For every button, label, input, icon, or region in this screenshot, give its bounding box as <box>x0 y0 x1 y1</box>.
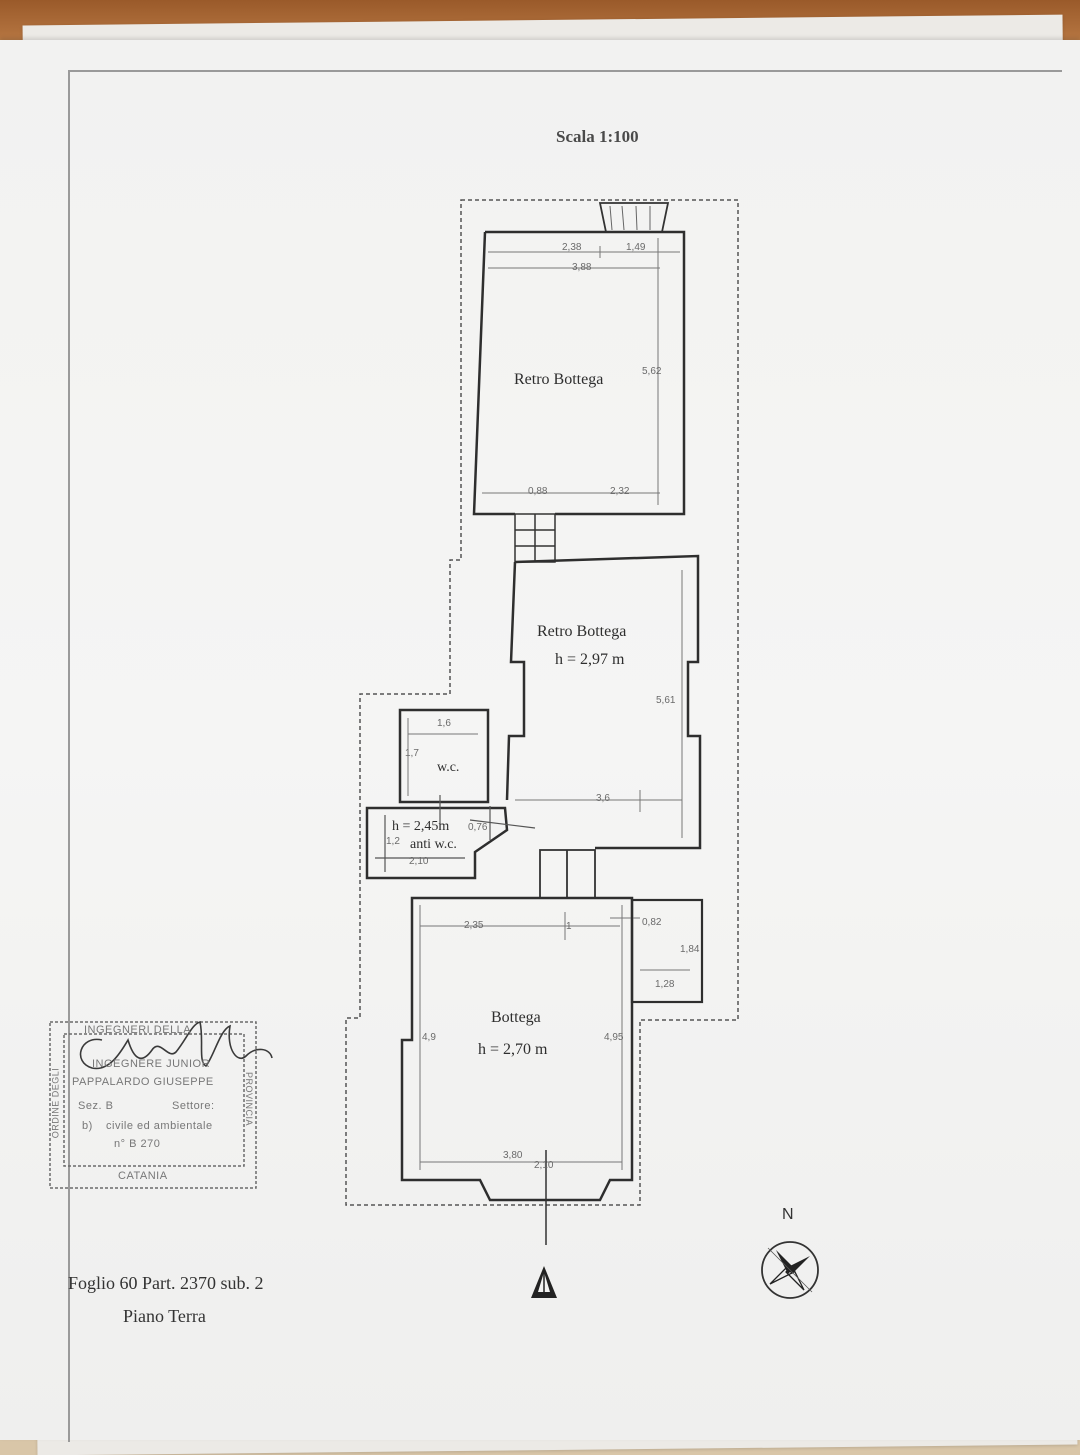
stamp-line1: INGEGNERI DELLA <box>84 1024 192 1036</box>
dimension-label: 3,6 <box>596 793 610 804</box>
dimension-label: 0,82 <box>642 917 662 928</box>
room-label-bottega: Bottega <box>491 1009 541 1026</box>
property-boundary <box>345 199 739 1206</box>
passage-to-bottega <box>539 849 596 899</box>
stamp-section: Sez. B <box>78 1100 114 1112</box>
dimension-label: 1,49 <box>626 242 646 253</box>
dimension-label: 2,32 <box>610 486 630 497</box>
closet-walls <box>630 898 704 1004</box>
dimension-label: 1,28 <box>655 979 675 990</box>
dimension-label: 4,95 <box>604 1032 624 1043</box>
dimension-label: 2,10 <box>534 1160 554 1171</box>
stamp-name: PAPPALARDO GIUSEPPE <box>72 1076 214 1088</box>
wc-walls <box>398 708 490 804</box>
dimension-label: 1 <box>566 921 572 932</box>
cadastral-reference: Foglio 60 Part. 2370 sub. 2 <box>68 1273 264 1293</box>
room-height-anti-wc: h = 2,45m <box>392 819 450 834</box>
middle-retro-bottega-walls <box>505 554 702 850</box>
stamp-sector-label: Settore: <box>172 1100 215 1112</box>
north-arrow-icon <box>531 1266 557 1298</box>
bottega-walls <box>400 896 634 1202</box>
dimension-label: 0,76 <box>468 822 488 833</box>
dimension-label: 1,84 <box>680 944 700 955</box>
stamp-line2: INGEGNERE JUNIOR <box>92 1058 211 1070</box>
dimension-label: 3,80 <box>503 1150 523 1161</box>
dimension-label: 5,62 <box>642 366 662 377</box>
floor-level: Piano Terra <box>123 1306 206 1326</box>
stamp-number: n° B 270 <box>114 1138 161 1150</box>
engineer-stamp-frame <box>49 1021 257 1189</box>
dimension-label: 5,61 <box>656 695 676 706</box>
stamp-side-right: PROVINCIA <box>244 1071 255 1127</box>
north-label: N <box>782 1206 794 1223</box>
dimension-label: 2,35 <box>464 920 484 931</box>
dimension-label: 1,7 <box>405 748 419 759</box>
room-label-retro-bottega-upper: Retro Bottega <box>514 371 604 388</box>
connecting-stairs <box>514 513 556 563</box>
room-label-retro-bottega-middle: Retro Bottega <box>537 623 627 640</box>
floor-plan-sheet <box>0 40 1080 1440</box>
room-height-bottega: h = 2,70 m <box>478 1041 548 1058</box>
scale-label: Scala 1:100 <box>556 127 639 146</box>
page-frame <box>68 70 1062 1442</box>
compass-rose-icon <box>761 1241 819 1299</box>
stamp-side-left: ORDINE DEGLI <box>50 1067 61 1139</box>
room-height-retro-bottega-middle: h = 2,97 m <box>555 651 625 668</box>
dimension-label: 1,6 <box>437 718 451 729</box>
stamp-sector-value: civile ed ambientale <box>106 1120 213 1132</box>
upper-retro-bottega-walls <box>472 230 686 516</box>
dimension-label: 0,88 <box>528 486 548 497</box>
dimension-label: 1,2 <box>386 836 400 847</box>
signature-icon <box>79 1021 273 1070</box>
engineer-stamp: INGEGNERI DELLA INGEGNERE JUNIOR PAPPALA… <box>48 1020 258 1192</box>
dimension-label: 2,10 <box>409 856 429 867</box>
anti-wc-walls <box>365 806 509 880</box>
room-label-wc: w.c. <box>437 760 460 775</box>
room-label-anti-wc: anti w.c. <box>410 837 457 852</box>
dimension-label: 3,88 <box>572 262 592 273</box>
dimension-label: 2,38 <box>562 242 582 253</box>
stamp-sector-code: b) <box>82 1120 93 1132</box>
dimension-label: 4,9 <box>422 1032 436 1043</box>
stamp-city: CATANIA <box>118 1170 168 1182</box>
